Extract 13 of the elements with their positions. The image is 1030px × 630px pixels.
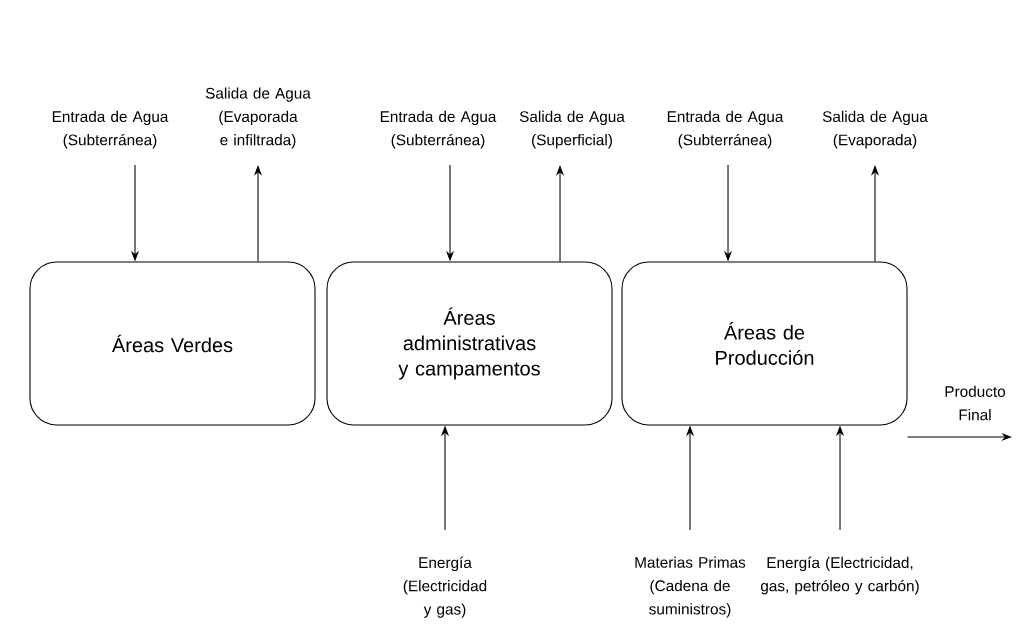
flow-label: Energía (Electricidad y gas) [403,556,487,618]
flow-label: Materias Primas (Cadena de suministros) [635,556,746,618]
flow-label: Entrada de Agua (Subterránea) [667,110,784,149]
edge-label: Producto Final [945,385,1006,421]
flow-label: Energía (Electricidad, gas, petróleo y carbón) [760,556,919,595]
flow-label: Entrada de Agua (Subterránea) [52,110,169,149]
flow-label: Salida de Agua (Superficial) [519,110,625,149]
flow-label: Salida de Agua (Evaporada) [822,110,928,149]
process-box: Áreas de Producción [621,261,908,426]
process-box: Áreas administrativas y campamentos [326,261,613,426]
flow-label: Salida de Agua (Evaporada e infiltrada) [205,87,311,149]
process-box: Áreas Verdes [29,261,316,426]
flow-label: Entrada de Agua (Subterránea) [380,110,497,149]
